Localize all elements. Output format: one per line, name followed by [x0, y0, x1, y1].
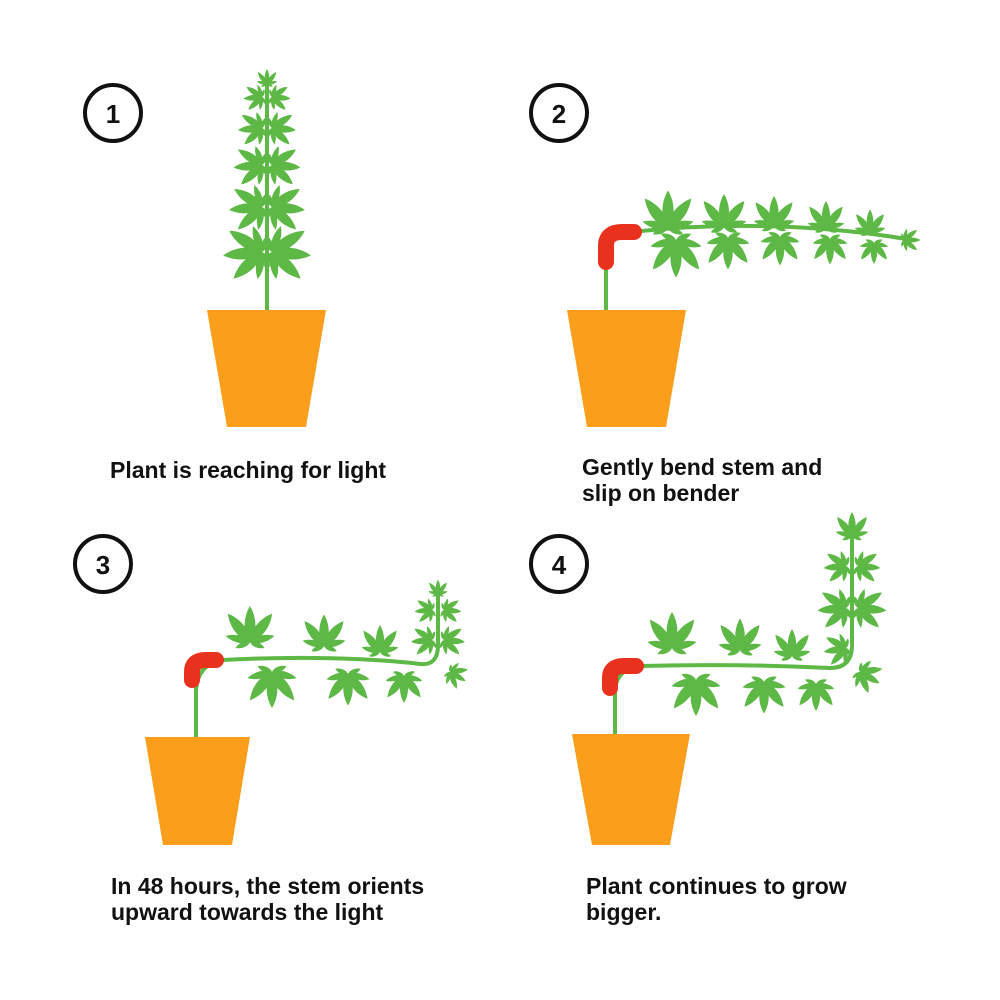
step-4-caption: Plant continues to grow bigger. — [586, 873, 847, 925]
step-number-badge: 4 — [529, 534, 589, 594]
step-number-badge: 3 — [73, 534, 133, 594]
svg-text:4: 4 — [552, 550, 567, 580]
step-1-caption: Plant is reaching for light — [110, 457, 386, 483]
step-1: 1 — [83, 69, 326, 427]
caption-line: slip on bender — [582, 480, 740, 506]
caption-line: upward towards the light — [111, 899, 384, 925]
bender-clip — [602, 658, 644, 696]
caption-line: Plant is reaching for light — [110, 457, 387, 483]
plant — [604, 190, 921, 312]
svg-text:1: 1 — [106, 99, 120, 129]
bender-clip — [184, 652, 224, 688]
bender-clip — [598, 224, 642, 270]
step-4: 4 — [529, 512, 889, 845]
pot — [572, 734, 690, 845]
step-number-badge: 2 — [529, 83, 589, 143]
step-3: 3 — [73, 534, 473, 845]
caption-line: bigger. — [586, 899, 662, 925]
plant — [220, 69, 314, 312]
pot — [145, 737, 250, 845]
svg-text:3: 3 — [96, 550, 110, 580]
plant — [613, 512, 889, 735]
step-number-badge: 1 — [83, 83, 143, 143]
caption-line: Gently bend stem and — [582, 454, 823, 480]
step-3-caption: In 48 hours, the stem orients upward tow… — [111, 873, 424, 925]
step-2: 2 — [529, 83, 921, 427]
step-2-caption: Gently bend stem and slip on bender — [582, 454, 822, 506]
pot — [567, 310, 686, 427]
svg-text:2: 2 — [552, 99, 566, 129]
caption-line: In 48 hours, the stem orients — [111, 873, 425, 899]
plant — [194, 579, 473, 738]
caption-line: Plant continues to grow — [586, 873, 847, 899]
pot — [207, 310, 326, 427]
